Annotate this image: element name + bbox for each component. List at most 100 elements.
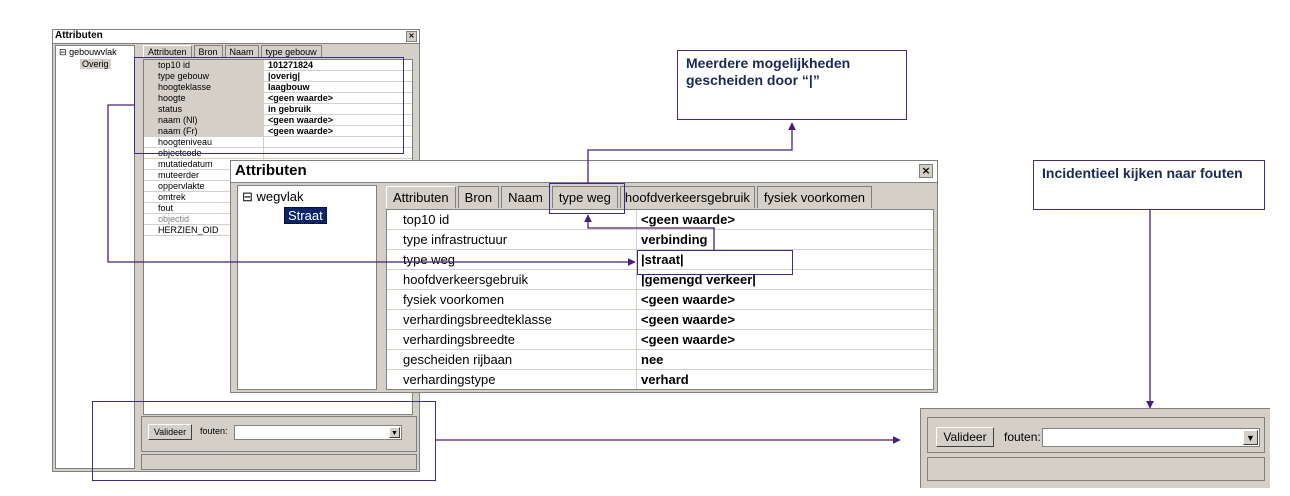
small-tab-strip: Attributen Bron Naam type gebouw bbox=[143, 45, 324, 58]
tab-type-gebouw[interactable]: type gebouw bbox=[260, 45, 322, 58]
tree-node-gebouwvlak[interactable]: ⊟ gebouwvlak bbox=[56, 46, 134, 59]
attribute-value[interactable]: |gemengd verkeer| bbox=[641, 272, 756, 287]
attribute-row[interactable]: fysiek voorkomen <geen waarde> bbox=[387, 290, 933, 310]
attribute-row[interactable]: top10 id <geen waarde> bbox=[387, 210, 933, 230]
callout-incidental-errors: Incidentieel kijken naar fouten bbox=[1033, 160, 1265, 210]
attribute-value[interactable]: |straat| bbox=[641, 252, 684, 267]
attribute-key: type weg bbox=[387, 250, 637, 269]
attribute-value[interactable]: verhard bbox=[641, 372, 689, 387]
validate-button[interactable]: Valideer bbox=[148, 424, 192, 440]
attribute-value[interactable]: nee bbox=[641, 352, 664, 367]
attribute-key: gescheiden rijbaan bbox=[387, 350, 637, 369]
attribute-key: status bbox=[144, 104, 264, 114]
attribute-key: verhardingsbreedte bbox=[387, 330, 637, 349]
attribute-key: type infrastructuur bbox=[387, 230, 637, 249]
right-validate-panel: Valideer fouten: ▼ bbox=[920, 408, 1270, 488]
large-attributes-window: Attributen × ⊟ wegvlak Straat Attributen… bbox=[230, 160, 938, 393]
tab-type-weg[interactable]: type weg bbox=[551, 186, 618, 208]
attribute-row[interactable]: naam (Fr) <geen waarde> bbox=[144, 126, 412, 137]
highlight-small-grid bbox=[134, 57, 404, 154]
attribute-row[interactable]: hoogte <geen waarde> bbox=[144, 93, 412, 104]
attribute-value[interactable]: verbinding bbox=[641, 232, 708, 247]
small-tree-panel: ⊟ gebouwvlak Overig bbox=[55, 45, 135, 469]
large-window-title: Attributen bbox=[235, 162, 307, 179]
right-validate-row: Valideer fouten: ▼ bbox=[927, 417, 1265, 453]
tab-naam[interactable]: Naam bbox=[224, 45, 259, 58]
attribute-key: naam (Nl) bbox=[144, 115, 264, 125]
errors-dropdown[interactable]: ▼ bbox=[1042, 428, 1260, 447]
callout-incidental-errors-text: Incidentieel kijken naar fouten bbox=[1042, 165, 1243, 181]
small-window-titlebar: Attributen × bbox=[53, 30, 419, 44]
connector-tab-to-callout bbox=[587, 122, 796, 183]
attribute-key: hoogteklasse bbox=[144, 82, 264, 92]
attribute-key: top10 id bbox=[387, 210, 637, 229]
attribute-value[interactable]: laagbouw bbox=[268, 82, 310, 92]
connector-grid-to-type-weg bbox=[107, 104, 636, 266]
attribute-value[interactable]: <geen waarde> bbox=[641, 312, 735, 327]
connector-value-to-tab bbox=[584, 214, 715, 250]
tree-root-label: gebouwvlak bbox=[69, 47, 117, 57]
tree-node-straat[interactable]: Straat bbox=[238, 207, 376, 224]
tab-bron[interactable]: Bron bbox=[457, 186, 500, 208]
attribute-value[interactable]: <geen waarde> bbox=[268, 115, 334, 125]
chevron-down-icon[interactable]: ▼ bbox=[1243, 430, 1258, 445]
attribute-value[interactable]: <geen waarde> bbox=[268, 93, 334, 103]
attribute-value[interactable]: <geen waarde> bbox=[641, 212, 735, 227]
validate-button[interactable]: Valideer bbox=[936, 427, 994, 447]
attribute-row[interactable]: hoofdverkeersgebruik |gemengd verkeer| bbox=[387, 270, 933, 290]
tree-collapse-icon[interactable]: ⊟ bbox=[242, 189, 253, 204]
errors-dropdown[interactable]: ▼ bbox=[234, 425, 402, 440]
tree-collapse-icon[interactable]: ⊟ bbox=[59, 47, 67, 57]
attribute-value[interactable]: <geen waarde> bbox=[641, 332, 735, 347]
errors-label: fouten: bbox=[200, 426, 228, 436]
attribute-value[interactable]: |overig| bbox=[268, 71, 301, 81]
attribute-row[interactable]: gescheiden rijbaan nee bbox=[387, 350, 933, 370]
attribute-row[interactable]: type gebouw |overig| bbox=[144, 71, 412, 82]
tab-fysiek-voorkomen[interactable]: fysiek voorkomen bbox=[756, 186, 873, 208]
attribute-row[interactable]: hoogteniveau bbox=[144, 137, 412, 148]
attribute-row[interactable]: verhardingsbreedteklasse <geen waarde> bbox=[387, 310, 933, 330]
attribute-value[interactable]: in gebruik bbox=[268, 104, 312, 114]
callout-multiple-options-text: Meerdere mogelijkheden gescheiden door “… bbox=[686, 55, 851, 88]
attribute-row[interactable]: type infrastructuur verbinding bbox=[387, 230, 933, 250]
right-status-bar bbox=[927, 457, 1265, 481]
attribute-key: hoofdverkeersgebruik bbox=[387, 270, 637, 289]
large-attribute-grid: top10 id <geen waarde> type infrastructuur… bbox=[386, 209, 934, 390]
tree-node-overig[interactable]: Overig bbox=[56, 59, 134, 69]
attribute-row[interactable]: type weg |straat| bbox=[387, 250, 933, 270]
tab-naam[interactable]: Naam bbox=[501, 186, 550, 208]
large-window-titlebar: Attributen × bbox=[231, 161, 937, 183]
highlight-small-bottom bbox=[92, 401, 436, 481]
attribute-key: fysiek voorkomen bbox=[387, 290, 637, 309]
tab-hoofdverkeersgebruik[interactable]: hoofdverkeersgebruik bbox=[619, 186, 755, 208]
close-icon[interactable]: × bbox=[919, 164, 933, 178]
tree-child-label: Overig bbox=[80, 59, 111, 69]
attribute-row[interactable]: hoogteklasse laagbouw bbox=[144, 82, 412, 93]
small-bottom-panel: Valideer fouten: ▼ bbox=[141, 416, 417, 452]
close-icon[interactable]: × bbox=[406, 31, 417, 42]
attribute-row[interactable]: status in gebruik bbox=[144, 104, 412, 115]
attribute-key: type gebouw bbox=[144, 71, 264, 81]
attribute-value[interactable]: <geen waarde> bbox=[641, 292, 735, 307]
tree-root-label: wegvlak bbox=[256, 189, 304, 204]
chevron-down-icon[interactable]: ▼ bbox=[389, 427, 400, 438]
tab-attributen[interactable]: Attributen bbox=[386, 186, 456, 208]
attribute-row[interactable]: naam (Nl) <geen waarde> bbox=[144, 115, 412, 126]
callout-multiple-options: Meerdere mogelijkheden gescheiden door “… bbox=[677, 50, 907, 120]
attribute-key: verhardingsbreedteklasse bbox=[387, 310, 637, 329]
tab-attributen[interactable]: Attributen bbox=[143, 45, 192, 58]
attribute-value[interactable]: 101271824 bbox=[268, 60, 314, 70]
attribute-key: naam (Fr) bbox=[144, 126, 264, 136]
large-tab-strip: Attributen Bron Naam type weg hoofdverke… bbox=[386, 185, 874, 208]
attribute-key: hoogte bbox=[144, 93, 264, 103]
attribute-value[interactable]: <geen waarde> bbox=[268, 126, 334, 136]
tree-node-wegvlak[interactable]: ⊟ wegvlak bbox=[238, 186, 376, 208]
highlight-tab-type-weg bbox=[549, 183, 625, 214]
attribute-row[interactable]: verhardingsbreedte <geen waarde> bbox=[387, 330, 933, 350]
small-window-title: Attributen bbox=[55, 30, 103, 41]
tab-bron[interactable]: Bron bbox=[193, 45, 223, 58]
highlight-type-weg-value bbox=[637, 250, 793, 275]
